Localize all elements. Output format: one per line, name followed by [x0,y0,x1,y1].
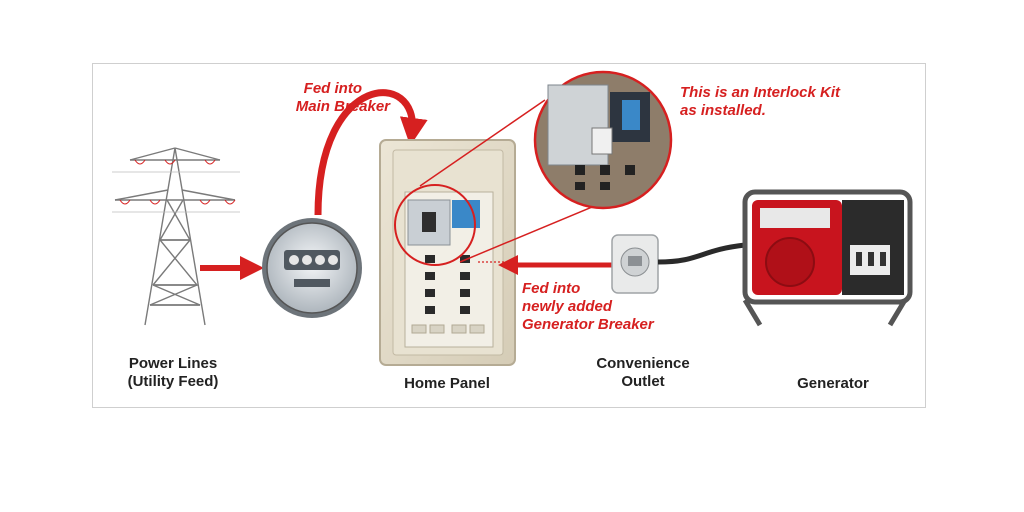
home-panel-icon [379,139,516,366]
interlock-highlight-circle [394,184,476,266]
generator-icon [742,189,913,327]
power-lines-label: Power Lines (Utility Feed) [127,355,219,390]
power-tower-icon [112,147,240,326]
power-cord [657,242,746,265]
fed-generator-breaker-annotation: Fed into newly added Generator Breaker [522,280,654,333]
interlock-kit-closeup [533,70,673,210]
main-breaker-arrow [314,89,428,216]
zoom-line-top [419,99,546,187]
generator-label: Generator [797,375,869,392]
convenience-outlet-label: Convenience Outlet [596,355,690,390]
convenience-outlet-icon [611,234,659,294]
fed-main-breaker-annotation: Fed into Main Breaker [295,80,390,115]
home-panel-label: Home Panel [404,375,490,392]
interlock-kit-annotation: This is an Interlock Kit as installed. [680,84,841,119]
electric-meter-icon [262,218,362,318]
